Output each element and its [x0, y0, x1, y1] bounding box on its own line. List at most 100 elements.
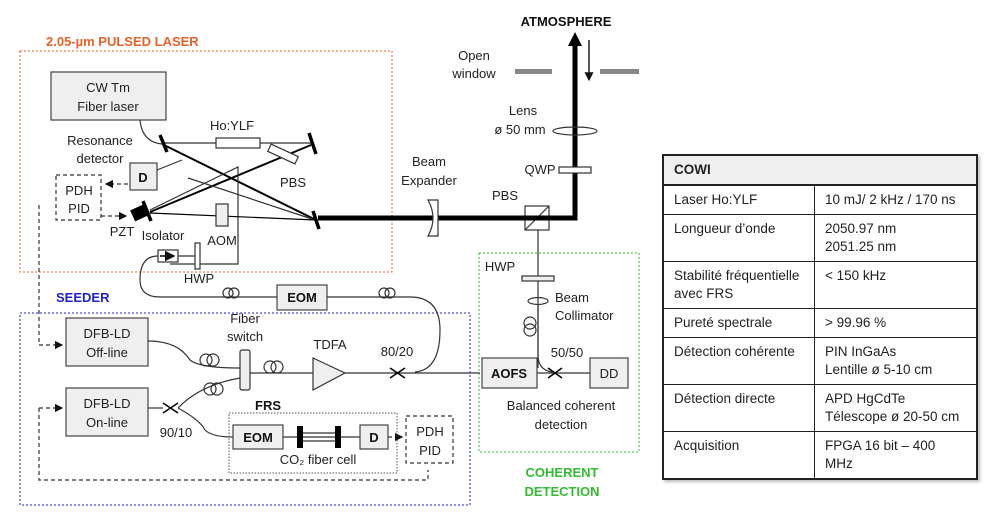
frs-label: FRS	[255, 398, 281, 413]
window-left	[515, 69, 552, 74]
pzt-actuator	[130, 204, 148, 222]
dfb-on-label-1: DFB-LD	[84, 396, 131, 411]
param-cell: Stabilité fréquentielle avec FRS	[662, 261, 815, 309]
split-90-10-label: 90/10	[160, 425, 193, 440]
collimator-lens	[527, 296, 549, 306]
table-row: Pureté spectrale> 99.96 %	[662, 308, 978, 338]
value-cell: > 99.96 %	[814, 308, 978, 338]
beam-expander-icon	[426, 199, 439, 237]
tdfa-amplifier	[312, 357, 347, 391]
aofs-box	[481, 357, 538, 389]
cw-tm-label-1: CW Tm	[86, 80, 130, 95]
qwp-plate	[558, 166, 592, 174]
resonance-detector-box	[129, 162, 158, 191]
value-cell: PIN InGaAs Lentille ø 5-10 cm	[814, 337, 978, 385]
resonance-label-1: Resonance	[67, 133, 133, 148]
param-cell: Laser Ho:YLF	[662, 184, 815, 215]
hwp-label: HWP	[184, 271, 214, 286]
pulsed-laser-title: 2.05-µm PULSED LASER	[46, 34, 199, 49]
hwp-det-label: HWP	[485, 259, 515, 274]
balanced-label-1: Balanced coherent	[507, 398, 616, 413]
pdh-pid-box-1	[55, 174, 102, 221]
cw-tm-label-2: Fiber laser	[77, 99, 139, 114]
frs-detector-box	[359, 424, 389, 450]
frs-eom-label: EOM	[243, 430, 273, 445]
cw-tm-fiber-laser-box	[50, 71, 167, 121]
aom-label: AOM	[207, 233, 237, 248]
frs-d-label: D	[369, 430, 378, 445]
split-80-20-label: 80/20	[381, 344, 414, 359]
coupler-50-50	[547, 367, 563, 379]
cell-mirror-1	[297, 426, 303, 448]
isolator-label: Isolator	[142, 228, 185, 243]
pdh1-label-2: PID	[68, 201, 90, 216]
eom-label: EOM	[287, 290, 317, 305]
detector-d-label: D	[138, 170, 147, 185]
fiber-switch-label-2: switch	[227, 329, 263, 344]
frs-eom-box	[232, 424, 284, 450]
fiber-switch	[239, 349, 251, 391]
value-cell: < 150 kHz	[814, 261, 978, 309]
balanced-label-2: detection	[535, 417, 588, 432]
lens-label-1: Lens	[509, 103, 538, 118]
pulsed-laser-region	[19, 50, 393, 273]
cell-mirror-2	[335, 426, 341, 448]
coupler-90-10	[162, 402, 179, 414]
collimator-label-1: Beam	[555, 290, 589, 305]
pbs-cavity-plate	[266, 143, 300, 165]
open-window-label-2: window	[451, 66, 496, 81]
aom-crystal	[215, 203, 229, 227]
co2-cell-label: CO₂ fiber cell	[280, 452, 357, 467]
fiber-switch-label-1: Fiber	[230, 311, 260, 326]
window-right	[600, 69, 639, 74]
dfb-off-label-2: Off-line	[86, 345, 128, 360]
pdh2-label-2: PID	[419, 443, 441, 458]
pbs-cavity-label: PBS	[280, 175, 306, 190]
dfb-ld-online-box	[65, 387, 149, 437]
dfb-ld-offline-box	[65, 317, 149, 367]
coherent-detection-title-2: DETECTION	[524, 484, 599, 499]
aofs-label: AOFS	[491, 366, 527, 381]
table-row: Stabilité fréquentielle avec FRS< 150 kH…	[662, 261, 978, 309]
lens-icon	[552, 126, 598, 136]
coherent-detection-region	[478, 252, 640, 453]
atmosphere-label: ATMOSPHERE	[521, 14, 612, 29]
value-cell: 2050.97 nm 2051.25 nm	[814, 214, 978, 262]
mirror-2	[307, 132, 318, 155]
hwp-plate	[194, 242, 201, 270]
hoylf-crystal	[215, 137, 261, 149]
qwp-label: QWP	[524, 162, 555, 177]
collimator-label-2: Collimator	[555, 308, 614, 323]
dd-label: DD	[600, 366, 619, 381]
hoylf-label: Ho:YLF	[210, 118, 254, 133]
mirror-1	[158, 134, 169, 153]
param-cell: Détection directe	[662, 384, 815, 432]
param-cell: Acquisition	[662, 431, 815, 480]
coupler-80-20	[389, 367, 406, 379]
open-window-label-1: Open	[458, 48, 490, 63]
seeder-region	[19, 312, 471, 506]
value-cell: 10 mJ/ 2 kHz / 170 ns	[814, 184, 978, 215]
param-cell: Détection cohérente	[662, 337, 815, 385]
coherent-detection-title-1: COHERENT	[526, 465, 599, 480]
dfb-on-label-2: On-line	[86, 415, 128, 430]
param-cell: Pureté spectrale	[662, 308, 815, 338]
pzt-label: PZT	[110, 224, 135, 239]
pbs-main-label: PBS	[492, 188, 518, 203]
beam-expander-label-2: Expander	[401, 173, 457, 188]
split-50-50-label: 50/50	[551, 345, 584, 360]
resonance-label-2: detector	[77, 151, 125, 166]
pdh-pid-box-2	[405, 415, 454, 464]
value-cell: APD HgCdTe Télescope ø 20-50 cm	[814, 384, 978, 432]
dd-box	[589, 357, 629, 389]
seeder-title: SEEDER	[56, 290, 110, 305]
param-cell: Longueur d’onde	[662, 214, 815, 262]
pdh1-label-1: PDH	[65, 183, 92, 198]
pdh2-label-1: PDH	[416, 424, 443, 439]
